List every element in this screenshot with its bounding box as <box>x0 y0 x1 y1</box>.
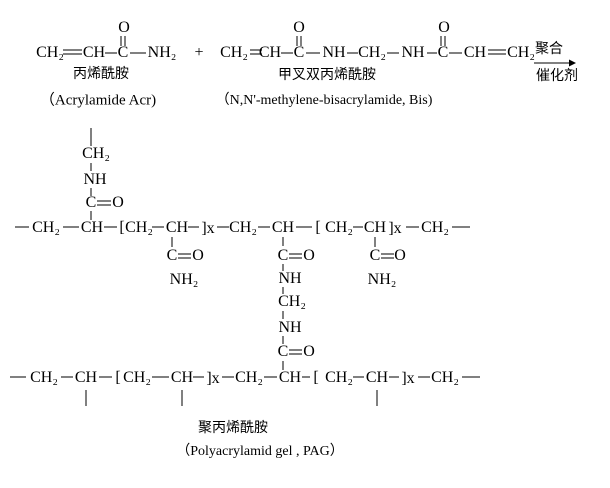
arrow-label-top-text: 聚合 <box>535 42 563 57</box>
amide2-o-text: O <box>394 247 406 264</box>
acrylamide-ch2-text: CH₂ <box>36 44 64 61</box>
bis-ch2-mid-text: CH₂ <box>358 44 386 61</box>
chain1-ch-c-text: CH <box>271 219 295 236</box>
chain1-ch-d-text: CH <box>363 219 387 236</box>
chain2-ch2-c-text: CH₂ <box>235 369 263 386</box>
bis-c-left-text: C <box>293 44 305 61</box>
bis-ch-left-text: CH <box>258 44 282 61</box>
chain1-ch2-e-text: CH₂ <box>421 219 449 236</box>
acrylamide-label-cn-text: 丙烯酰胺 <box>73 67 129 82</box>
chain1-bracket-1-text: [ <box>119 219 125 236</box>
chain2-ch2-b-text: CH₂ <box>123 369 151 386</box>
bis-nh-left-text: NH <box>322 44 346 61</box>
bis-nh-right-text: NH <box>401 44 425 61</box>
bis-o-right-text: O <box>438 19 450 36</box>
chain1-ch2-d-text: CH₂ <box>325 219 353 236</box>
product-label-en-text: （Polyacrylamid gel , PAG） <box>176 444 344 459</box>
chain1-ch2-c-text: CH₂ <box>229 219 257 236</box>
crosslink-c-top-text: C <box>277 247 289 264</box>
plus-sign-text: + <box>194 44 204 61</box>
bis-c-right-text: C <box>437 44 449 61</box>
bis-label-en-text: （N,N'-methylene-bisacrylamide, Bis) <box>215 93 433 108</box>
top-branch-c-text: C <box>85 194 97 211</box>
acrylamide-o-text: O <box>118 19 130 36</box>
chain2-ch2-d-text: CH₂ <box>325 369 353 386</box>
crosslink-nh-top-text: NH <box>278 270 302 287</box>
top-branch-o-text: O <box>112 194 124 211</box>
crosslink-o-top-text: O <box>303 247 315 264</box>
amide1-nh2-text: NH₂ <box>169 271 199 288</box>
amide2-nh2-text: NH₂ <box>367 271 397 288</box>
acrylamide-c-text: C <box>117 44 129 61</box>
chain1-ch-a-text: CH <box>80 219 104 236</box>
bis-ch2-left-text: CH₂ <box>220 44 248 61</box>
top-branch-ch2-text: CH₂ <box>82 145 110 162</box>
chain1-bracket-2-text: [ <box>315 219 321 236</box>
bis-label-cn-text: 甲叉双丙烯酰胺 <box>278 68 376 83</box>
reaction-arrow-head <box>569 59 576 67</box>
product-label-cn-text: 聚丙烯酰胺 <box>198 421 268 436</box>
acrylamide-nh2-text: NH₂ <box>147 44 177 61</box>
chain2-ch2-a-text: CH₂ <box>30 369 58 386</box>
bis-ch-right-text: CH <box>463 44 487 61</box>
amide1-o-text: O <box>192 247 204 264</box>
arrow-label-bottom-text: 催化剂 <box>536 69 578 84</box>
chain2-ch-c-text: CH <box>278 369 302 386</box>
chain2-bracket-1x-text: ]x <box>206 370 220 387</box>
acrylamide-label-en-text: （Acrylamide Acr) <box>39 92 157 109</box>
chain1-ch-b-text: CH <box>165 219 189 236</box>
bis-o-left-text: O <box>293 19 305 36</box>
chain2-bracket-2-text: [ <box>313 369 319 386</box>
amide1-c-text: C <box>166 247 178 264</box>
top-branch-nh-text: NH <box>83 171 107 188</box>
chain1-bracket-2x-text: ]x <box>388 220 402 237</box>
chain2-ch2-e-text: CH₂ <box>431 369 459 386</box>
chain1-ch2-b-text: CH₂ <box>125 219 153 236</box>
chain2-bracket-1-text: [ <box>115 369 121 386</box>
chain2-bracket-2x-text: ]x <box>401 370 415 387</box>
bis-ch2-right-text: CH₂ <box>507 44 535 61</box>
amide2-c-text: C <box>369 247 381 264</box>
crosslink-c-bot-text: C <box>277 343 289 360</box>
acrylamide-ch-text: CH <box>82 44 106 61</box>
chain2-ch-b-text: CH <box>170 369 194 386</box>
chain1-bracket-1x-text: ]x <box>201 220 215 237</box>
chain2-ch-a-text: CH <box>74 369 98 386</box>
crosslink-ch2-text: CH₂ <box>278 293 306 310</box>
crosslink-nh-bot-text: NH <box>278 319 302 336</box>
chain1-ch2-a-text: CH₂ <box>32 219 60 236</box>
crosslink-o-bot-text: O <box>303 343 315 360</box>
chain2-ch-d-text: CH <box>365 369 389 386</box>
